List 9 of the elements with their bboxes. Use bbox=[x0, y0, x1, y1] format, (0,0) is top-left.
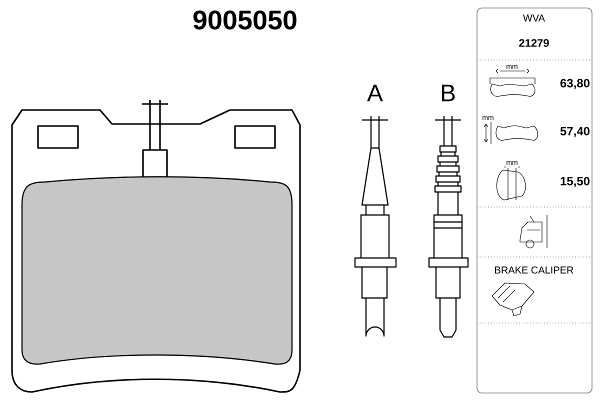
sensor-letter: A bbox=[367, 84, 383, 102]
dimension-value: 57,40 bbox=[560, 126, 590, 138]
part-number: 9005050 bbox=[193, 10, 296, 30]
standard-name: WVA bbox=[523, 14, 545, 22]
dimension-value: 63,80 bbox=[560, 78, 590, 90]
caliper-heading: BRAKE CALIPER bbox=[495, 266, 574, 274]
sensor-letter: B bbox=[442, 84, 455, 102]
wva-number: 21279 bbox=[519, 39, 549, 47]
dimension-value: 15,50 bbox=[560, 176, 590, 188]
